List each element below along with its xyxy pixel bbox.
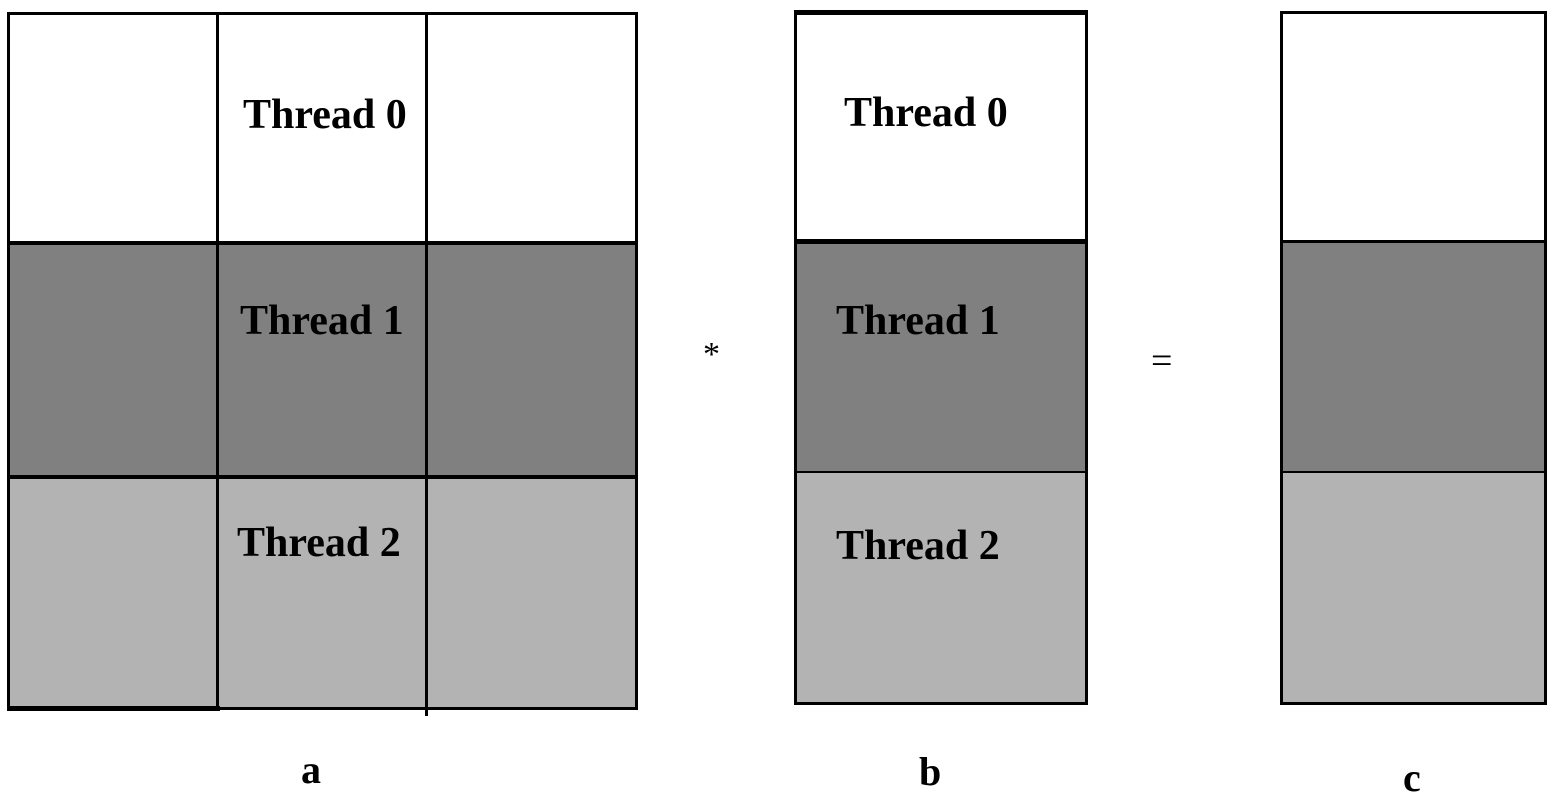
matrix-a-label-thread-0: Thread 0 [243,92,407,138]
multiply-symbol: * [703,336,720,373]
equals-symbol: = [1151,340,1173,382]
matrix-a: Thread 0 Thread 1 Thread 2 [7,12,638,716]
matrix-a-label-thread-1: Thread 1 [240,298,404,344]
matrix-b-caption: b [919,749,942,794]
matrix-b-hline-2 [794,471,1088,473]
matrix-b-label-thread-2: Thread 2 [836,523,1000,569]
matrix-b-hline-1 [794,239,1088,244]
matrix-c-row-2 [1280,472,1547,705]
matrix-a-row-0 [7,12,638,243]
matrix-c-row-0 [1280,11,1547,242]
matrix-a-hline-2 [7,475,638,479]
matrix-b-row-1 [794,242,1088,472]
matrix-c-hline-1 [1280,240,1547,243]
matrix-a-vline-1 [216,12,219,710]
matrix-a-bottom-left-edge [7,706,220,711]
matrix-a-caption: a [301,747,321,792]
matrix-b-row-0 [794,10,1088,242]
matrix-c-hline-2 [1280,471,1547,473]
matrix-a-hline-1 [7,241,638,245]
matrix-a-label-thread-2: Thread 2 [237,520,401,566]
matrix-c-caption: c [1403,755,1421,800]
matrix-b-label-thread-1: Thread 1 [836,298,1000,344]
matrix-c [1280,11,1547,705]
matrix-b-label-thread-0: Thread 0 [844,90,1008,136]
matrix-a-vline-2 [425,12,428,716]
matrix-a-row-2 [7,477,638,710]
matrix-a-row-1 [7,243,638,477]
matrix-c-row-1 [1280,242,1547,472]
matrix-b: Thread 0 Thread 1 Thread 2 [794,10,1088,705]
matrix-b-row-2 [794,472,1088,705]
